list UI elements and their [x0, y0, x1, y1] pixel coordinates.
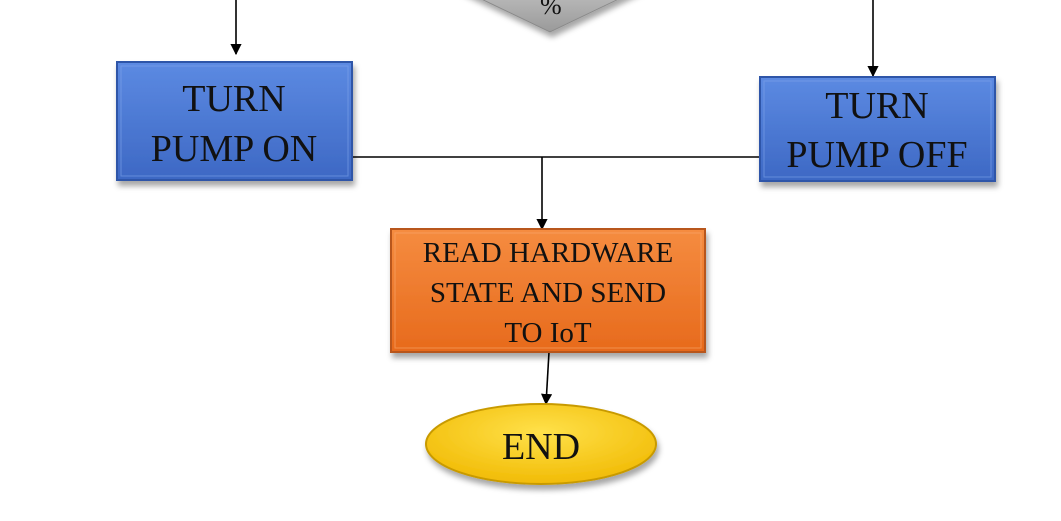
- pump-off-line2: PUMP OFF: [786, 134, 967, 176]
- connectors: [230, 0, 879, 406]
- process-turn-pump-on: [116, 61, 353, 181]
- read-state-line1: READ HARDWARE: [423, 237, 674, 269]
- read-state-line3: TO IoT: [504, 317, 592, 349]
- process-turn-pump-off: [759, 76, 996, 182]
- process-read-hardware-state: [390, 228, 706, 353]
- pump-off-line1: TURN: [825, 85, 928, 127]
- decision-diamond: [482, 0, 618, 33]
- decision-text-fragment: %: [540, 0, 562, 20]
- arrow-to-end: [540, 351, 553, 406]
- terminal-end: [425, 403, 657, 485]
- pump-on-line1: TURN: [182, 78, 285, 120]
- pump-on-line2: PUMP ON: [151, 128, 317, 170]
- end-label: END: [502, 426, 580, 468]
- read-state-line2: STATE AND SEND: [430, 277, 666, 309]
